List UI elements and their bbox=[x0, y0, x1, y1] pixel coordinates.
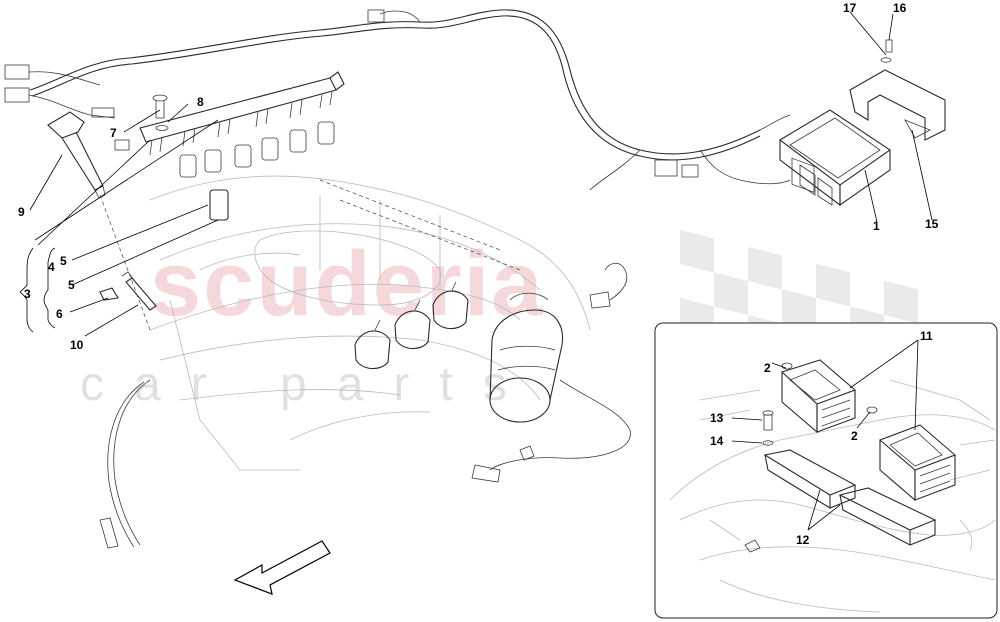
callout-13: 13 bbox=[710, 411, 724, 425]
callout-15: 15 bbox=[925, 217, 939, 231]
callout-4: 4 bbox=[48, 260, 55, 274]
inset-ecu-left bbox=[780, 359, 857, 434]
ecu-unit bbox=[779, 109, 891, 207]
callout-14: 14 bbox=[710, 434, 724, 448]
bracket-bolt-washer bbox=[880, 39, 893, 63]
callout-5-upper: 5 bbox=[60, 254, 67, 268]
callout-1: 1 bbox=[873, 219, 880, 233]
callout-12: 12 bbox=[796, 533, 810, 547]
callout-2-upper: 2 bbox=[764, 361, 771, 375]
lambda-sensor-wire-left-2 bbox=[107, 381, 145, 548]
retaining-clip bbox=[99, 287, 119, 301]
bolt-and-washer bbox=[114, 94, 169, 151]
watermark-brand: scuderia bbox=[150, 233, 544, 335]
callout-7: 7 bbox=[110, 126, 117, 140]
inset-mounting-trays bbox=[763, 449, 937, 546]
engine-assembly-illustration bbox=[4, 9, 791, 549]
callout-5-lower: 5 bbox=[68, 278, 75, 292]
air-intake-duct bbox=[489, 292, 564, 423]
lambda-sensor-wire-right bbox=[489, 379, 631, 471]
ignition-coil bbox=[47, 111, 106, 199]
callout-8: 8 bbox=[197, 95, 204, 109]
callout-6: 6 bbox=[56, 307, 63, 321]
front-direction-arrow-icon bbox=[233, 540, 331, 595]
callout-16: 16 bbox=[893, 1, 907, 15]
callout-11: 11 bbox=[920, 329, 933, 343]
intake-manifold bbox=[149, 175, 591, 471]
spark-plug bbox=[121, 271, 157, 311]
callout-10: 10 bbox=[70, 338, 84, 352]
throttle-bodies bbox=[354, 281, 469, 370]
inset-fasteners bbox=[744, 362, 878, 553]
injector-bodies bbox=[179, 121, 335, 221]
watermark-subtitle: car parts bbox=[80, 358, 537, 411]
callout-3: 3 bbox=[24, 287, 31, 301]
lambda-sensor-wire-left bbox=[113, 379, 151, 546]
inset-ecu-right bbox=[878, 424, 957, 502]
callout-9: 9 bbox=[18, 205, 25, 219]
inset-detail-panel bbox=[654, 322, 998, 619]
ecu-bracket bbox=[849, 69, 946, 141]
main-leader-lines bbox=[19, 11, 933, 337]
callout-17: 17 bbox=[843, 1, 857, 15]
callout-2-lower: 2 bbox=[851, 429, 858, 443]
fuel-injector-row bbox=[149, 91, 333, 156]
